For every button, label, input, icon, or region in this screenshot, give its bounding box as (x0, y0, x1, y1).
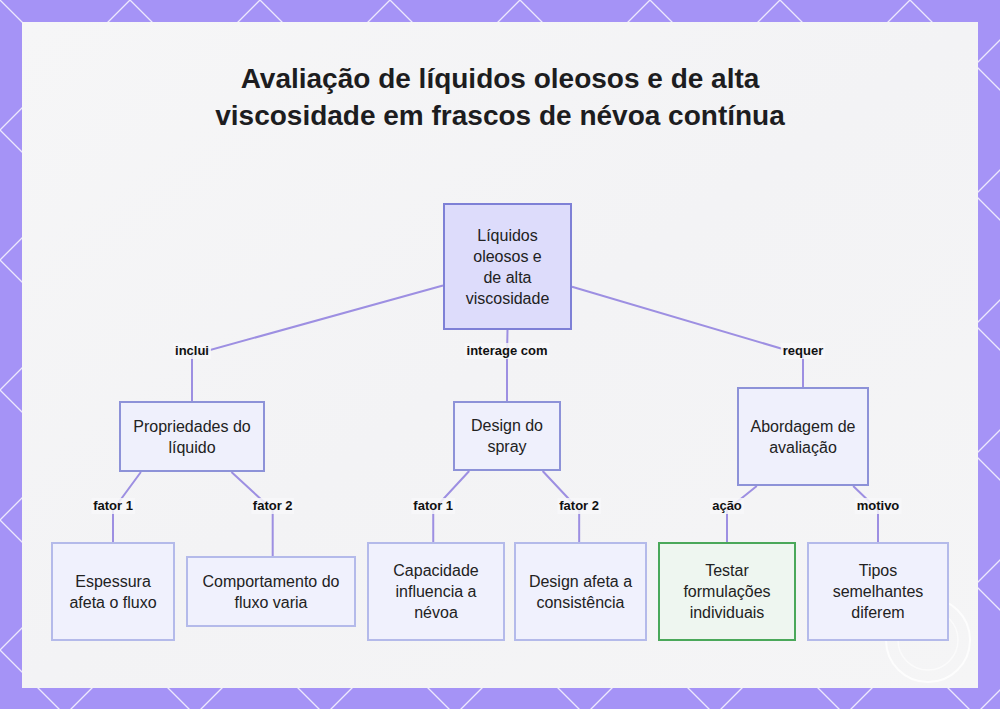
edge-label: requer (781, 343, 825, 359)
connector-line (853, 486, 878, 542)
connector-line (192, 286, 443, 401)
edge-label: inclui (173, 343, 211, 359)
connector-line (572, 287, 803, 387)
node-text: Design afeta a consistência (526, 571, 635, 613)
edge-label: interage com (465, 343, 550, 359)
factor-box: Comportamento do fluxo varia (186, 556, 356, 627)
edge-label: fator 2 (251, 498, 295, 514)
connector-line (231, 472, 272, 556)
factor-box: Capacidade influencia a névoa (367, 542, 505, 641)
factor-box: Tipos semelhantes diferem (807, 542, 949, 641)
category-box: Design do spray (453, 401, 561, 471)
factor-box: Espessura afeta o fluxo (51, 542, 175, 641)
node-text: Design do spray (465, 415, 549, 457)
diagram-title: Avaliação de líquidos oleosos e de alta … (200, 60, 800, 134)
edge-label: ação (710, 498, 744, 514)
category-box: Abordagem de avaliação (737, 387, 869, 486)
root-box: Líquidos oleosos e de alta viscosidade (443, 203, 572, 330)
node-text: Comportamento do fluxo varia (198, 571, 344, 613)
edge-label: motivo (855, 498, 902, 514)
node-text: Propriedades do líquido (131, 416, 253, 458)
edge-label: fator 1 (91, 498, 135, 514)
edge-label: fator 1 (411, 498, 455, 514)
edge-label: fator 2 (557, 498, 601, 514)
node-text: Capacidade influencia a névoa (379, 560, 493, 623)
connector-line (506, 330, 509, 401)
node-text: Tipos semelhantes diferem (819, 560, 937, 623)
factor-box: Design afeta a consistência (514, 542, 647, 641)
connector-line (727, 486, 757, 542)
node-text: Testar formulações individuais (670, 560, 784, 623)
action-box: Testar formulações individuais (658, 542, 796, 641)
node-text: Líquidos oleosos e de alta viscosidade (463, 225, 552, 309)
category-box: Propriedades do líquido (119, 401, 265, 472)
node-text: Abordagem de avaliação (749, 416, 857, 458)
node-text: Espessura afeta o fluxo (63, 571, 163, 613)
